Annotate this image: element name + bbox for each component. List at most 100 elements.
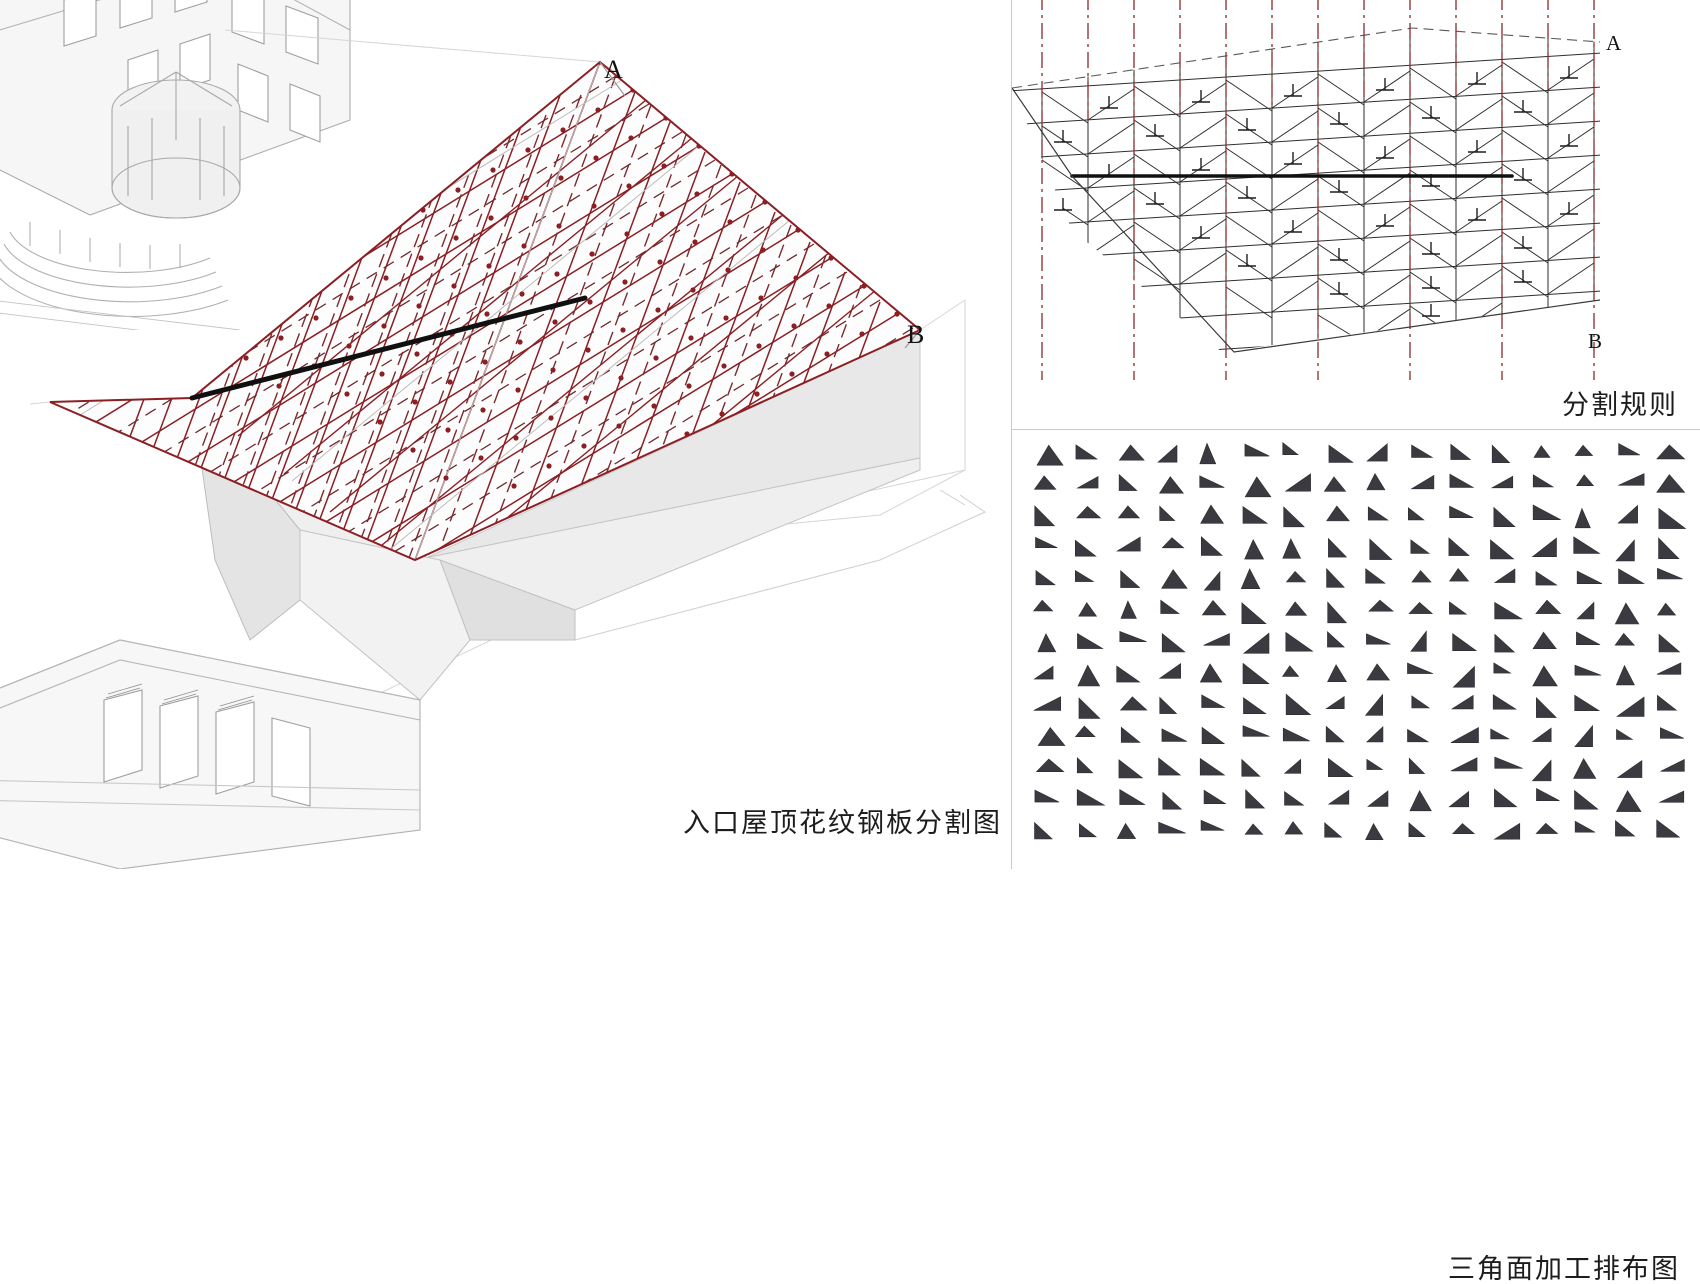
nested-triangle (1242, 506, 1269, 524)
nested-triangle (1116, 536, 1141, 552)
nested-triangle (1615, 539, 1635, 562)
nested-triangle (1659, 790, 1685, 803)
nested-triangle (1535, 571, 1558, 586)
nested-triangle (1450, 757, 1478, 772)
nested-triangle (1119, 631, 1147, 642)
cell-tick-marks (1054, 66, 1578, 317)
nested-triangle (1284, 821, 1304, 835)
nested-triangle (1531, 759, 1552, 782)
nested-triangle (1618, 473, 1645, 486)
nested-triangle (1076, 789, 1106, 806)
nested-triangle (1576, 631, 1601, 646)
nested-triangle (1200, 504, 1225, 524)
existing-building-massing (0, 0, 351, 330)
division-rule-drawing: A B (1012, 0, 1622, 380)
panel-division-rule: A B 分割规则 (1012, 0, 1700, 430)
nested-triangle (1452, 823, 1476, 834)
nested-triangle (1118, 444, 1145, 461)
nested-triangle (1368, 599, 1395, 612)
nested-triangle (1450, 694, 1474, 710)
nested-triangle (1158, 821, 1186, 834)
nested-triangle (1120, 726, 1141, 743)
nested-triangle (1448, 790, 1470, 808)
nested-triangle (1531, 537, 1557, 557)
nested-triangle (1616, 759, 1643, 778)
section-line-ab (189, 295, 588, 401)
nested-triangle (1494, 756, 1523, 769)
unrolled-mesh (1012, 28, 1600, 352)
nested-triangle (1410, 630, 1427, 652)
nested-triangle (1037, 633, 1057, 653)
nested-triangle (1119, 789, 1146, 805)
nested-triangle (1494, 601, 1524, 620)
nested-triangle (1532, 504, 1561, 520)
nested-triangle (1324, 822, 1343, 838)
nested-triangle (1158, 476, 1184, 494)
nested-triangle (1574, 444, 1594, 456)
nested-triangle (1573, 758, 1597, 779)
nested-triangle (1615, 664, 1635, 686)
nested-triangle (1450, 727, 1479, 743)
nested-triangle (1574, 694, 1601, 712)
nested-triangle (1656, 819, 1681, 838)
nested-triangle (1369, 538, 1393, 560)
lower-building-strip (0, 639, 421, 869)
nested-triangle (1033, 665, 1054, 680)
nested-triangle (1034, 505, 1056, 527)
nested-triangle (1366, 726, 1384, 743)
nested-triangle (1078, 602, 1098, 617)
nested-triangle (1660, 758, 1685, 772)
nested-triangle (1241, 602, 1267, 624)
nested-triangle (1244, 823, 1264, 835)
nested-triangle (1365, 568, 1386, 584)
nested-triangle (1075, 444, 1099, 460)
nested-triangle (1282, 441, 1299, 455)
nested-triangle (1116, 665, 1141, 683)
nested-triangle (1618, 443, 1641, 456)
nested-triangle (1490, 728, 1510, 740)
label-point-a-rule: A (1606, 31, 1622, 55)
nested-triangle (1199, 475, 1225, 488)
nested-triangle (1325, 695, 1345, 709)
nested-triangle (1201, 694, 1226, 708)
nested-triangle (1161, 728, 1188, 742)
nested-triangle (1532, 665, 1558, 687)
nested-triangle (1327, 631, 1345, 648)
nested-triangle (1161, 537, 1185, 549)
panel-triangle-nesting: 三角面加工排布图 (1012, 430, 1700, 1283)
nested-triangle (1035, 570, 1056, 586)
nested-triangle (1326, 505, 1350, 522)
nested-triangle (1366, 633, 1391, 645)
nested-triangle (1037, 726, 1066, 746)
nested-triangle (1573, 536, 1601, 554)
unrolled-lower-boundary (1012, 87, 1601, 353)
nested-triangle (1490, 539, 1515, 560)
nested-triangle (1116, 822, 1137, 839)
nested-triangle (1282, 538, 1302, 559)
nested-triangle (1281, 665, 1300, 677)
nested-triangle (1366, 443, 1388, 462)
nested-triangle (1408, 601, 1434, 614)
nested-triangle (1490, 475, 1514, 489)
nested-triangle (1160, 599, 1180, 614)
nested-triangle (1161, 569, 1188, 589)
nested-triangle (1656, 444, 1686, 460)
label-point-b: B (907, 320, 924, 349)
nested-triangle (1364, 693, 1383, 716)
nested-triangle (1407, 662, 1434, 674)
nested-triangle (1285, 571, 1307, 583)
nested-triangle (1284, 473, 1311, 492)
nested-triangle (1452, 665, 1475, 688)
nested-triangle (1492, 694, 1517, 710)
unrolled-boundary (1012, 27, 1601, 89)
nested-triangle (1366, 758, 1384, 770)
nested-triangle (1574, 820, 1596, 833)
nested-triangle (1411, 695, 1431, 709)
nested-triangle (1616, 696, 1645, 717)
nested-triangle (1326, 567, 1345, 588)
nested-triangle (1614, 602, 1640, 625)
nested-triangle (1034, 821, 1053, 840)
nested-triangle (1284, 791, 1305, 806)
nested-triangle (1243, 697, 1267, 715)
nested-triangle (1493, 662, 1512, 674)
